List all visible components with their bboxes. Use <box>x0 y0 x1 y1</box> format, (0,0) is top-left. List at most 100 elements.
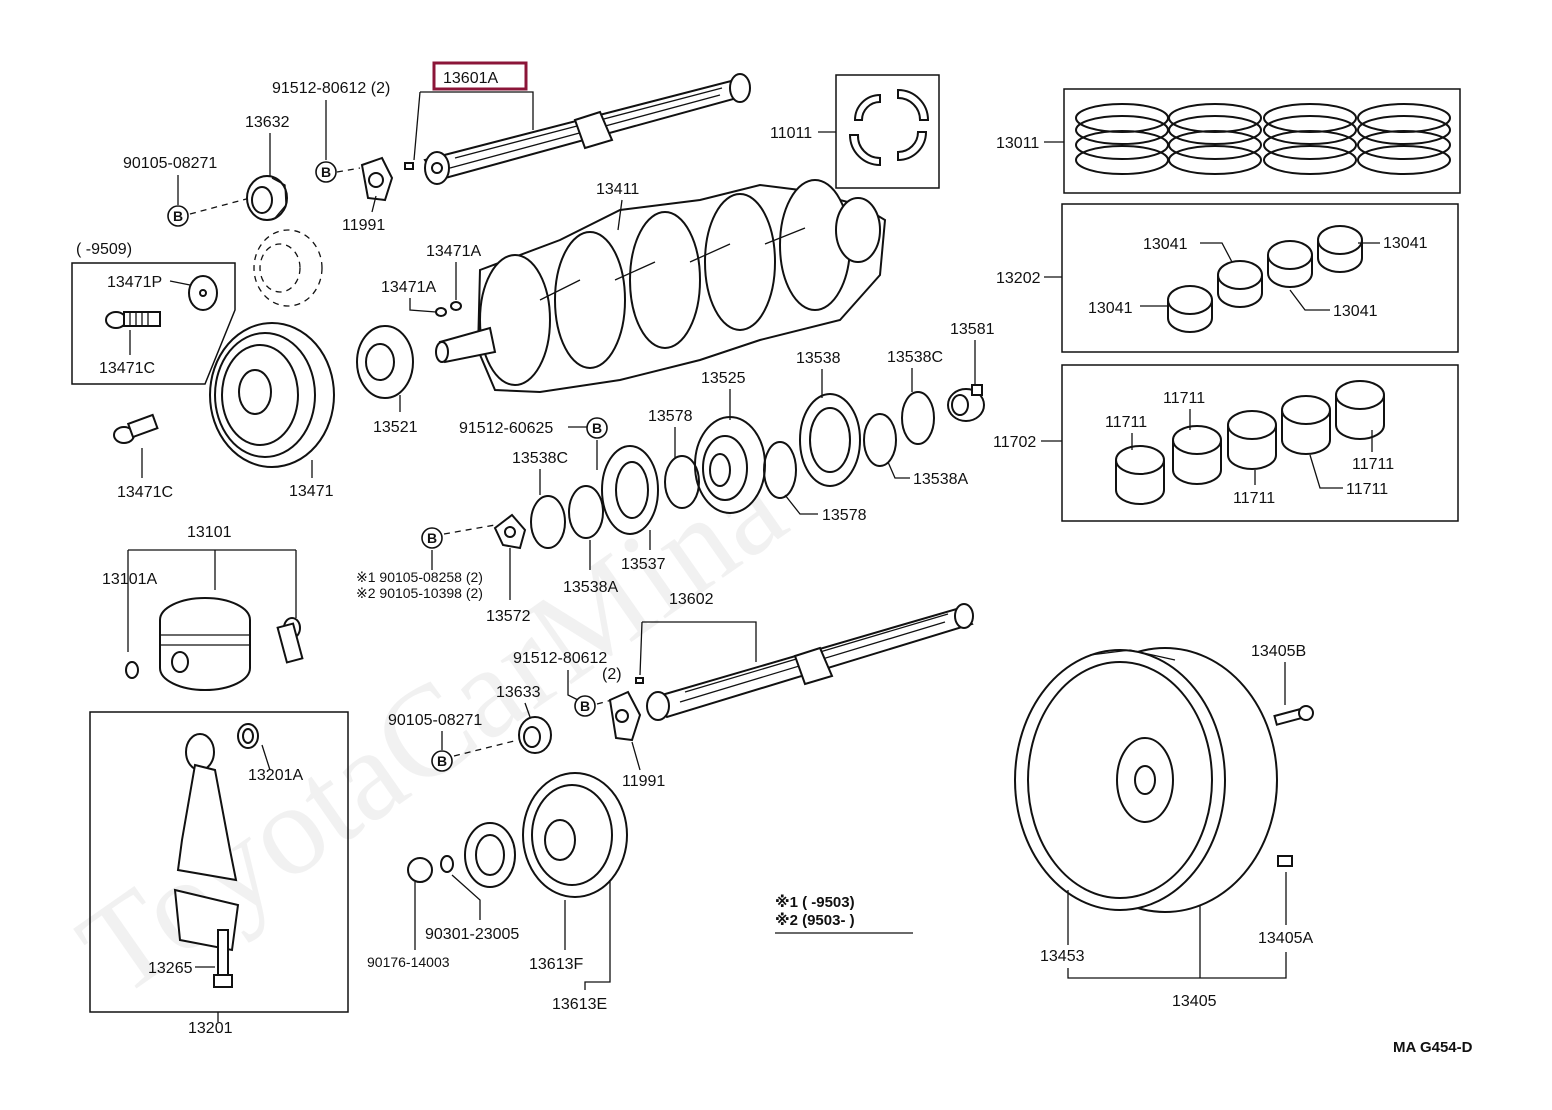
diagram-code: MA G454-D <box>1393 1039 1473 1056</box>
label-13538C-right[interactable]: 13538C <box>887 349 943 366</box>
bearings-11711 <box>1115 380 1385 505</box>
balance-shaft-lower <box>646 603 974 721</box>
pin-13405A <box>1277 855 1293 867</box>
label-13581[interactable]: 13581 <box>950 321 995 338</box>
label-13453[interactable]: 13453 <box>1040 948 1085 965</box>
dowel-pin <box>404 162 414 170</box>
label-11711-e[interactable]: 11711 <box>1346 481 1388 498</box>
label-13041-c[interactable]: 13041 <box>1088 300 1133 317</box>
box-13471P <box>71 262 236 385</box>
label-13411[interactable]: 13411 <box>596 181 639 198</box>
box-13011 <box>1063 88 1461 194</box>
label-91512-80612-top[interactable]: 91512-80612 (2) <box>272 80 390 97</box>
label-13525[interactable]: 13525 <box>701 370 746 387</box>
plug-90176-14003 <box>407 857 433 883</box>
label-13538A-right[interactable]: 13538A <box>913 471 968 488</box>
box-13201 <box>89 711 349 1013</box>
label-note2-part[interactable]: ※2 90105-10398 (2) <box>356 585 483 601</box>
label-13201[interactable]: 13201 <box>188 1020 233 1037</box>
bolt-badge-bot-1: B <box>574 695 596 717</box>
bolt-13265 <box>213 929 233 988</box>
label-90105-08271-bot[interactable]: 90105-08271 <box>388 712 482 729</box>
label-13202[interactable]: 13202 <box>996 270 1041 287</box>
highlight-box <box>432 61 528 91</box>
label-13538[interactable]: 13538 <box>796 350 841 367</box>
balance-shaft-upper <box>423 73 751 185</box>
label-13471A-2[interactable]: 13471A <box>381 279 436 296</box>
plate-13537 <box>601 445 659 535</box>
label-13405[interactable]: 13405 <box>1172 993 1217 1010</box>
label-13632[interactable]: 13632 <box>245 114 290 131</box>
label-11991-top[interactable]: 11991 <box>342 217 385 234</box>
label-13201A[interactable]: 13201A <box>248 767 303 784</box>
label-13041-a[interactable]: 13041 <box>1143 236 1188 253</box>
label-13578-a[interactable]: 13578 <box>648 408 693 425</box>
bolt-badge-top-2: B <box>167 205 189 227</box>
thrust-washers-11011 <box>848 88 930 167</box>
box-13202 <box>1061 203 1459 353</box>
svg-text:B: B <box>427 530 437 546</box>
svg-text:B: B <box>580 698 590 714</box>
label-13537[interactable]: 13537 <box>621 556 666 573</box>
seal-90301-23005 <box>464 822 516 888</box>
piston-13101 <box>159 597 251 691</box>
label-note1-part[interactable]: ※1 90105-08258 (2) <box>356 569 483 585</box>
label-90301-23005[interactable]: 90301-23005 <box>425 926 519 943</box>
label-13633[interactable]: 13633 <box>496 684 541 701</box>
label-11011[interactable]: 11011 <box>770 125 812 142</box>
bolt-badge-mid: B <box>586 417 608 439</box>
bearings-13041 <box>1167 225 1363 333</box>
label-13602[interactable]: 13602 <box>669 591 714 608</box>
label-13538A-left[interactable]: 13538A <box>563 579 618 596</box>
label-13538C-left[interactable]: 13538C <box>512 450 568 467</box>
gear-13633 <box>518 716 552 754</box>
label-11711-d[interactable]: 11711 <box>1233 490 1275 507</box>
label-13471A-1[interactable]: 13471A <box>426 243 481 260</box>
label-13041-d[interactable]: 13041 <box>1333 303 1378 320</box>
label-13578-b[interactable]: 13578 <box>822 507 867 524</box>
label-13521[interactable]: 13521 <box>373 419 418 436</box>
gear-13525 <box>694 416 766 514</box>
label-13613F[interactable]: 13613F <box>529 956 583 973</box>
note1-range: ※1 ( -9503) <box>775 893 855 911</box>
key-13471A-1 <box>450 301 462 311</box>
snap-ring-13578-a <box>664 455 700 509</box>
label-11711-a[interactable]: 11711 <box>1105 414 1147 431</box>
crank-pulley-13471 <box>209 322 335 468</box>
bolt-badge-13572: B <box>421 527 443 549</box>
svg-text:B: B <box>437 753 447 769</box>
label-90176-14003[interactable]: 90176-14003 <box>367 954 450 970</box>
label-13471P[interactable]: 13471P <box>107 274 162 291</box>
label-90105-08271-top[interactable]: 90105-08271 <box>123 155 217 172</box>
gear-driven-dashed <box>253 229 323 307</box>
label-11711-b[interactable]: 11711 <box>1163 390 1205 407</box>
bolt-13471C <box>113 413 159 444</box>
label-13471C-box[interactable]: 13471C <box>99 360 155 377</box>
crankshaft-13411 <box>435 179 887 394</box>
plate-13572 <box>493 513 527 550</box>
label-11991-bot[interactable]: 11991 <box>622 773 665 790</box>
label-13011[interactable]: 13011 <box>996 135 1039 152</box>
bushing-13201A <box>237 723 259 749</box>
label-13613E[interactable]: 13613E <box>552 996 607 1013</box>
bolt-13405B <box>1273 705 1314 726</box>
label-11711-c[interactable]: 11711 <box>1352 456 1394 473</box>
label-91512-80612-bot[interactable]: 91512-80612 <box>513 650 607 667</box>
label-13041-b[interactable]: 13041 <box>1383 235 1428 252</box>
ring-13538A-right <box>863 413 897 467</box>
label-91512-80612-bot-qty[interactable]: (2) <box>602 666 622 683</box>
label-13405A[interactable]: 13405A <box>1258 930 1313 947</box>
label-11702[interactable]: 11702 <box>993 434 1036 451</box>
label-13572[interactable]: 13572 <box>486 608 531 625</box>
label-13101A[interactable]: 13101A <box>102 571 157 588</box>
label-13471C[interactable]: 13471C <box>117 484 173 501</box>
label-13601A[interactable]: 13601A <box>443 70 498 87</box>
label-13101[interactable]: 13101 <box>187 524 232 541</box>
label-91512-60625[interactable]: 91512-60625 <box>459 420 553 437</box>
label-13405B[interactable]: 13405B <box>1251 643 1306 660</box>
label-13265[interactable]: 13265 <box>148 960 193 977</box>
plate-11991-top <box>360 156 394 202</box>
bolt-13581 <box>947 384 985 422</box>
label-13471[interactable]: 13471 <box>289 483 334 500</box>
